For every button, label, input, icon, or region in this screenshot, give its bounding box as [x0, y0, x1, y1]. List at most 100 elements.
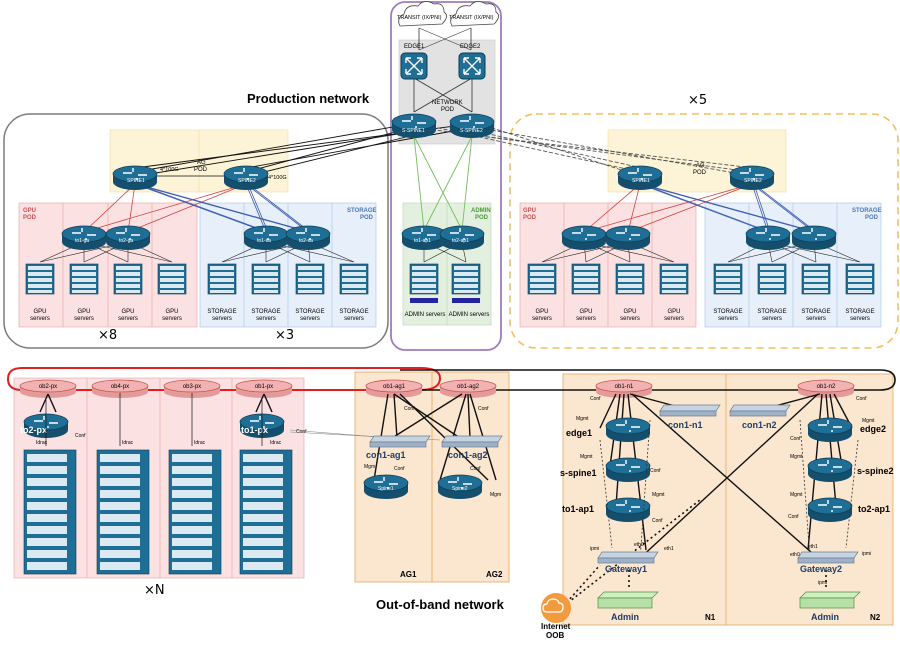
ob4-px-label: ob4-px	[111, 384, 129, 390]
gw2-eth1: eth1	[808, 544, 818, 550]
edge2-label: EDGE2	[460, 44, 481, 50]
con1-n2-label: con1-n2	[742, 420, 777, 430]
n1-s-spine1-router-icon	[605, 457, 651, 483]
con1-ag2-label: con1-ag2	[448, 450, 488, 460]
transit-cloud-1: TRANSIT (IX/PNI)	[397, 1, 447, 27]
replica-storage-label-1b: servers	[718, 316, 738, 322]
to1-px-conf: Conf	[296, 429, 307, 435]
replica-storage-label-4b: servers	[850, 316, 870, 322]
ob1-ag1-label: ob1-ag1	[383, 384, 406, 390]
gw1-eth1: eth1	[664, 546, 674, 552]
to1-ap1-label: to1-ap1	[414, 238, 431, 244]
gateway2-label: Gateway2	[800, 564, 842, 574]
black-oob-ring	[400, 369, 896, 391]
oob-section: ob2-px ob4-px ob3-px ob1-px to2-px to1-p…	[6, 367, 896, 640]
gpu-label-3b: servers	[118, 316, 138, 322]
storage-pod-label: STORAGE	[347, 208, 377, 214]
replica-storage-label-3b: servers	[806, 316, 826, 322]
production-title: Production network	[247, 91, 370, 106]
transit-label-1: TRANSIT (IX/PNI)	[397, 15, 442, 21]
spine2-link-label: 4*100G	[268, 175, 287, 181]
replica-to1-sa-router-icon	[745, 225, 791, 251]
gpu-pod-label: GPU	[23, 208, 36, 214]
network-pod-label-2: POD	[441, 107, 455, 113]
n1-mgmt-1: Mgmt	[576, 416, 589, 422]
main-pod-frame	[3, 113, 389, 349]
replica-storage-pod-label-2: POD	[865, 215, 879, 221]
gpu-label-1: GPU	[33, 309, 46, 315]
gw2-eth0: eth0	[790, 552, 800, 558]
transit-label-2: TRANSIT (IX/PNI)	[449, 15, 494, 21]
replica-storage-label-2: STORAGE	[757, 309, 786, 315]
n1-group-label: N1	[705, 613, 716, 622]
n2-s-spine2-router-icon	[807, 457, 853, 483]
replica-spine1-label: SPINE1	[632, 178, 650, 184]
ag-pod-label: AG	[197, 160, 206, 166]
storage-multiplier: ×3	[275, 328, 294, 343]
spine2-oob-label: Spine2	[452, 486, 468, 492]
replica-to2-ga-router-icon	[605, 225, 651, 251]
internet-oob-label-2: OOB	[546, 631, 564, 640]
replica-gpu-label-1: GPU	[535, 309, 548, 315]
n1-mgmt-3: Mgmt	[652, 492, 665, 498]
spine1-link-label: 4*100G	[160, 167, 179, 173]
s-spine2-router-icon	[449, 113, 495, 139]
n1-mgmt-2: Mgmt	[580, 454, 593, 460]
transit-cloud-2: TRANSIT (IX/PNI)	[449, 1, 499, 27]
replica-gpu-pod-label: GPU	[523, 208, 536, 214]
s-spine1-router-icon	[391, 113, 437, 139]
admin2-box	[799, 591, 861, 609]
con1-ag2-console	[441, 435, 503, 448]
n2-conf-1: Conf	[856, 396, 867, 402]
gw2-ipmi: ipmi	[862, 551, 871, 557]
n2-mgmt-3: Mgmt	[790, 492, 803, 498]
n2-edge2-label: edge2	[860, 424, 886, 434]
con1-n2-console	[729, 404, 791, 417]
storage-label-2b: servers	[256, 316, 276, 322]
ag1-group-label: AG1	[400, 570, 417, 579]
storage-label-3: STORAGE	[295, 309, 324, 315]
to2-px-conf: Conf	[75, 433, 86, 439]
admin-label-2: ADMIN servers	[449, 312, 490, 318]
con1-ag1-label: con1-ag1	[366, 450, 406, 460]
ag2-conf2: Conf	[470, 466, 481, 472]
n2-mgmt-1: Mgmt	[862, 418, 875, 424]
replica-to2-sa-router-icon	[791, 225, 837, 251]
gpu-pod-label-2: POD	[23, 215, 37, 221]
n1-conf-3: Conf	[652, 518, 663, 524]
n1-edge1-router-icon	[605, 417, 651, 443]
n2-to2-ap1-label: to2-ap1	[858, 504, 890, 514]
n2-conf-2: Conf	[790, 436, 801, 442]
n1-to1-ap1-label: to1-ap1	[562, 504, 594, 514]
to1-ga-label: to1-ga	[75, 238, 89, 244]
storage-label-2: STORAGE	[251, 309, 280, 315]
to2-sa-label: to2-sa	[299, 238, 313, 244]
gpu-multiplier: ×8	[98, 328, 117, 343]
n1-edge1-label: edge1	[566, 428, 592, 438]
n1-s-spine1-label: s-spine1	[560, 468, 597, 478]
replica-gpu-label-2b: servers	[576, 316, 596, 322]
replica-multiplier: ×5	[688, 93, 707, 108]
oob-title: Out-of-band network	[376, 597, 505, 612]
gpu-label-2b: servers	[74, 316, 94, 322]
admin-server-stacks	[409, 263, 481, 303]
replica-gpu-label-3: GPU	[623, 309, 636, 315]
gateway1-console	[597, 551, 659, 564]
ag2-conf-label: Conf	[478, 406, 489, 412]
n2-to2-ap1-router-icon	[807, 497, 853, 523]
gpu-label-3: GPU	[121, 309, 134, 315]
admin-pod-label-2: POD	[475, 215, 489, 221]
n1-conf-1: Conf	[590, 396, 601, 402]
storage-label-1: STORAGE	[207, 309, 236, 315]
replica-gpu-label-4b: servers	[664, 316, 684, 322]
replica-gpu-label-1b: servers	[532, 316, 552, 322]
replica-spine2-label: SPINE2	[744, 178, 762, 184]
gateway2-console	[797, 551, 859, 564]
s-spine1-label: S-SPINE1	[402, 128, 425, 134]
replica-storage-label-4: STORAGE	[845, 309, 874, 315]
n1-to1-ap1-router-icon	[605, 497, 651, 523]
n2-conf-3: Conf	[788, 514, 799, 520]
replica-storage-label-3: STORAGE	[801, 309, 830, 315]
replica-storage-label-2b: servers	[762, 316, 782, 322]
